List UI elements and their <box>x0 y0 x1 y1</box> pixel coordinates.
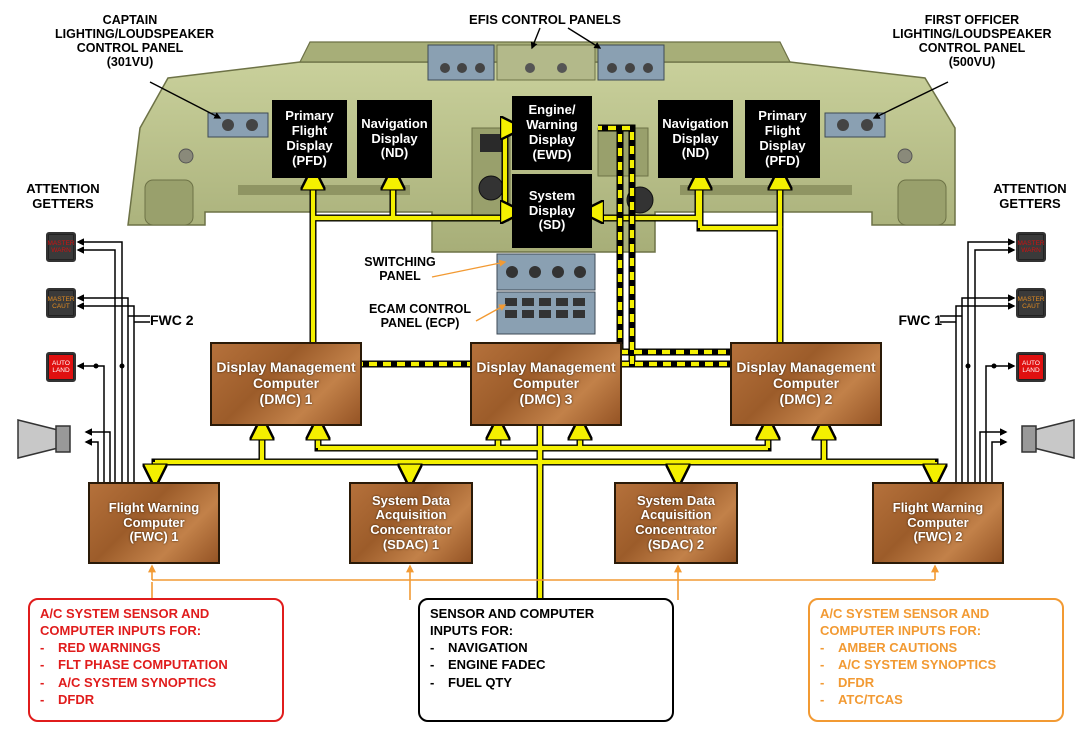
captain-navigation-display: Navigation Display (ND) <box>357 100 432 178</box>
list-item: AMBER CAUTIONS <box>820 639 1052 656</box>
engine-warning-display: Engine/ Warning Display (EWD) <box>512 96 592 170</box>
captain-panel-label: CAPTAIN LIGHTING/LOUDSPEAKER CONTROL PAN… <box>55 13 215 69</box>
list-item: FLT PHASE COMPUTATION <box>40 656 272 673</box>
dmc-1-box: Display Management Computer (DMC) 1 <box>210 342 362 426</box>
fwc2-side-label: FWC 2 <box>150 312 194 328</box>
attention-wiring-right <box>940 238 1016 486</box>
fwc-1-box: Flight Warning Computer (FWC) 1 <box>88 482 220 564</box>
ecam-control-panel-label: ECAM CONTROL PANEL (ECP) <box>368 302 472 330</box>
sdac-1-box: System Data Acquisition Concentrator (SD… <box>349 482 473 564</box>
first-officer-panel-label: FIRST OFFICER LIGHTING/LOUDSPEAKER CONTR… <box>892 13 1052 69</box>
first-officer-primary-flight-display: Primary Flight Display (PFD) <box>745 100 820 178</box>
list-item: ENGINE FADEC <box>430 656 662 673</box>
sdac-inputs-box: A/C SYSTEM SENSOR AND COMPUTER INPUTS FO… <box>808 598 1064 722</box>
display-buses <box>155 128 935 712</box>
attention-getters-left-label: ATTENTION GETTERS <box>26 181 100 211</box>
list-item: DFDR <box>40 691 272 708</box>
switching-panel-label: SWITCHING PANEL <box>364 255 436 283</box>
list-item: FUEL QTY <box>430 674 662 691</box>
list-item: NAVIGATION <box>430 639 662 656</box>
attention-wiring-left <box>76 238 150 486</box>
list-item: A/C SYSTEM SYNOPTICS <box>820 656 1052 673</box>
dmc-2-box: Display Management Computer (DMC) 2 <box>730 342 882 426</box>
list-item: ATC/TCAS <box>820 691 1052 708</box>
dmc-3-box: Display Management Computer (DMC) 3 <box>470 342 622 426</box>
attention-getters-right-label: ATTENTION GETTERS <box>993 181 1067 211</box>
fwc-2-box: Flight Warning Computer (FWC) 2 <box>872 482 1004 564</box>
loudspeaker-icon-left <box>17 419 71 459</box>
list-item: DFDR <box>820 674 1052 691</box>
system-display: System Display (SD) <box>512 174 592 248</box>
fwc1-side-label: FWC 1 <box>898 312 942 328</box>
fwc-inputs-box: A/C SYSTEM SENSOR AND COMPUTER INPUTS FO… <box>28 598 284 722</box>
sdac-2-box: System Data Acquisition Concentrator (SD… <box>614 482 738 564</box>
input-wiring <box>148 564 939 600</box>
captain-primary-flight-display: Primary Flight Display (PFD) <box>272 100 347 178</box>
loudspeaker-icon-right <box>1021 419 1075 459</box>
first-officer-navigation-display: Navigation Display (ND) <box>658 100 733 178</box>
list-item: RED WARNINGS <box>40 639 272 656</box>
pointer-leaders <box>149 27 949 322</box>
efis-control-panels-label: EFIS CONTROL PANELS <box>469 12 621 27</box>
dmc-inputs-box: SENSOR AND COMPUTER INPUTS FOR: NAVIGATI… <box>418 598 674 722</box>
list-item: A/C SYSTEM SYNOPTICS <box>40 674 272 691</box>
